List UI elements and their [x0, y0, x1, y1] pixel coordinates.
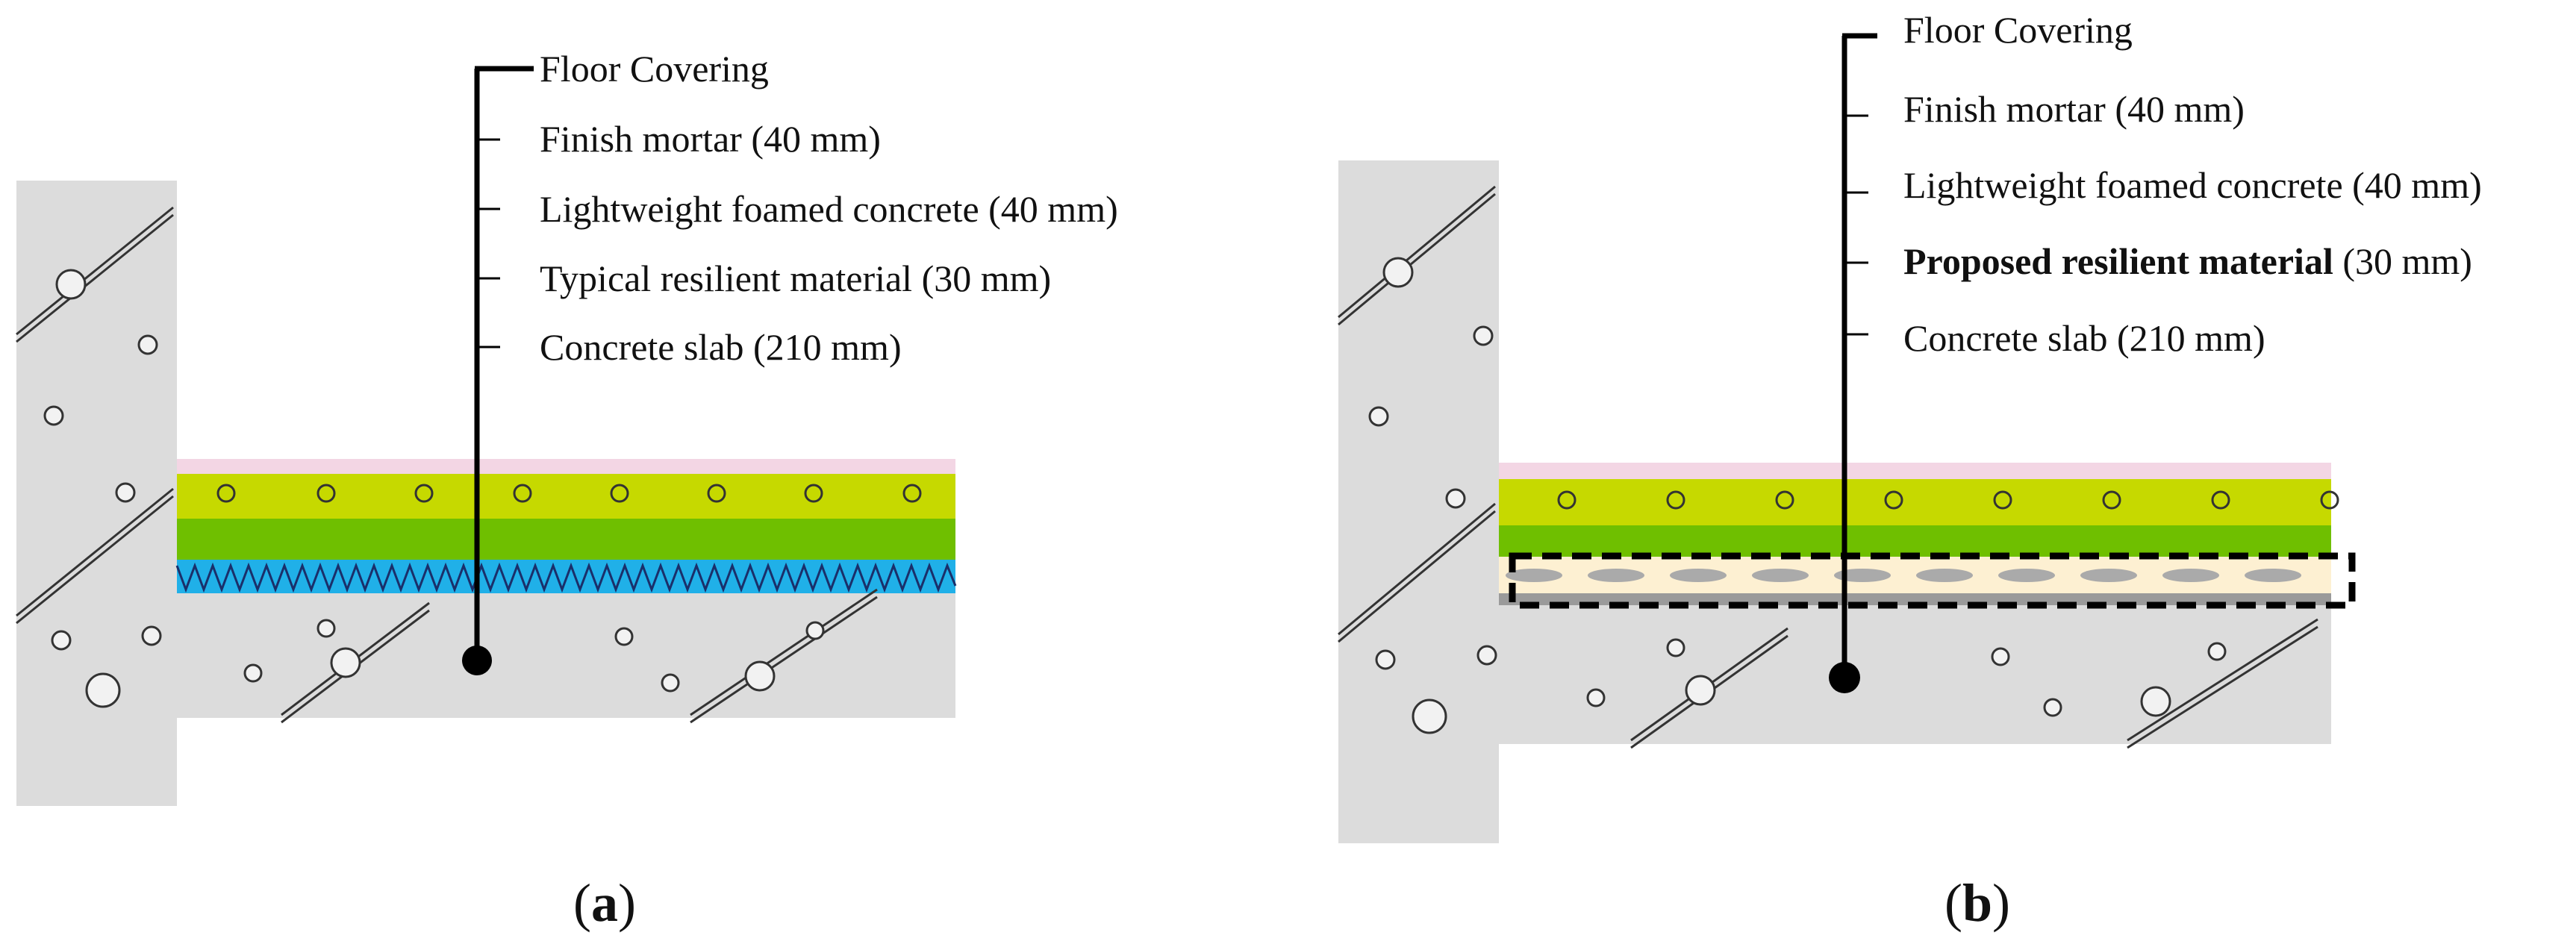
resilient-zigzag-a [175, 562, 957, 593]
finish-mortar-layer-b [1499, 479, 2331, 525]
leader-ticks-b [1844, 114, 1868, 336]
layer-label-finish-mortar-a: Finish mortar (40 mm) [540, 118, 881, 160]
floor-covering-layer-a [177, 459, 955, 474]
panel-caption-a: (a) [573, 873, 636, 933]
leader-line-b [1841, 33, 1877, 678]
panel-a: Floor Covering Finish mortar (40 mm) Lig… [16, 48, 1118, 933]
rebar-lines-a [16, 206, 878, 724]
layer-label-floor-covering-a: Floor Covering [540, 48, 769, 90]
layer-label-foamed-concrete-a: Lightweight foamed concrete (40 mm) [540, 188, 1118, 230]
panel-b: Floor Covering Finish mortar (40 mm) Lig… [1288, 0, 2576, 947]
layer-label-floor-covering-b: Floor Covering [1903, 9, 2133, 51]
mortar-aggregate-a [216, 484, 922, 503]
layer-label-concrete-slab-a: Concrete slab (210 mm) [540, 326, 902, 368]
leader-line-a [474, 66, 534, 660]
leader-ticks-a [477, 138, 500, 349]
concrete-structure-b [1338, 160, 2331, 843]
layer-label-resilient-b: Proposed resilient material (30 mm) [1903, 239, 2472, 284]
proposed-resilient-texture-b [1506, 569, 2301, 582]
diagram-b-drawing [1338, 33, 2356, 843]
layer-label-finish-mortar-b: Finish mortar (40 mm) [1903, 88, 2245, 130]
foamed-concrete-layer-a [177, 519, 955, 560]
layer-label-resilient-b-rest: (30 mm) [2333, 240, 2472, 282]
finish-mortar-layer-a [177, 474, 955, 519]
mortar-aggregate-b [1557, 490, 2339, 510]
layer-label-resilient-b-bold: Proposed resilient material [1903, 240, 2333, 282]
concrete-aggregate-b [1368, 257, 2227, 734]
layer-label-foamed-concrete-b: Lightweight foamed concrete (40 mm) [1903, 164, 2482, 206]
concrete-aggregate-a [43, 269, 825, 708]
foamed-concrete-layer-b [1499, 525, 2331, 557]
layer-label-resilient-a: Typical resilient material (30 mm) [540, 257, 1052, 299]
panel-caption-b: (b) [1945, 873, 2011, 933]
leader-endpoint-b [1829, 662, 1860, 693]
layer-label-concrete-slab-b: Concrete slab (210 mm) [1903, 317, 2265, 359]
leader-endpoint-a [462, 646, 492, 675]
diagram-a-drawing [16, 66, 957, 806]
concrete-structure-a [16, 181, 955, 806]
floor-covering-layer-b [1499, 463, 2331, 479]
highlight-box-b [1509, 552, 2356, 609]
